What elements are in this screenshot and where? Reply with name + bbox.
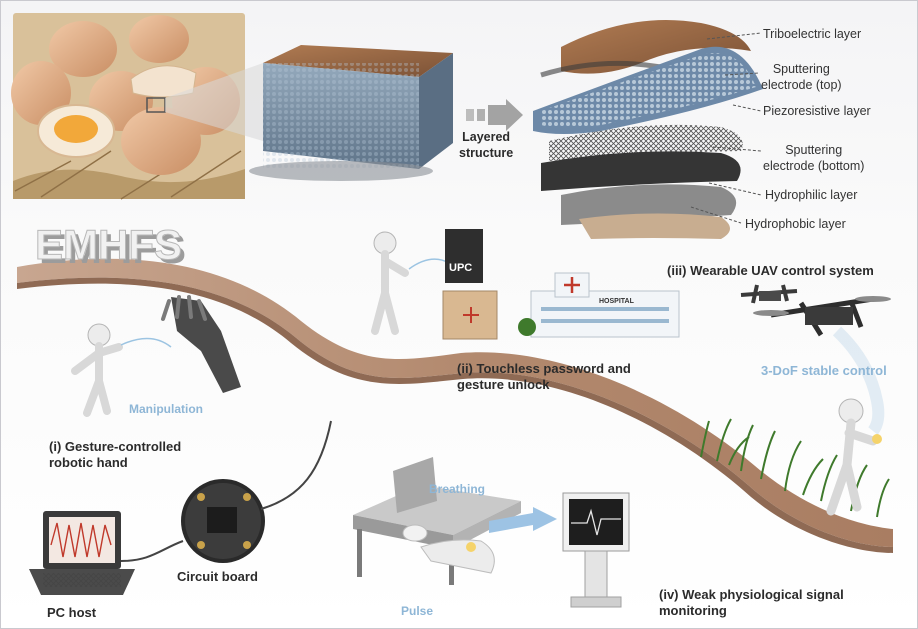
app-touchless-unlock: (ii) Touchless password and gesture unlo… (457, 361, 631, 392)
layer-triboelectric: Triboelectric layer (763, 27, 862, 41)
layer-sputter-bottom: Sputtering electrode (bottom) (763, 143, 865, 173)
drones (740, 284, 891, 337)
label-manipulation: Manipulation (129, 402, 203, 416)
control-swirl (832, 326, 885, 435)
signal-arrow (489, 507, 557, 533)
layer-hydrophilic: Hydrophilic layer (765, 188, 858, 202)
label-circuit-board: Circuit board (177, 569, 258, 584)
layer-hydrophobic: Hydrophobic layer (745, 217, 846, 231)
label-breathing: Breathing (429, 482, 486, 496)
bed (353, 457, 521, 585)
grass (700, 418, 890, 518)
cable-ribbon (260, 420, 332, 510)
layer-sputter-top: Sputtering electrode (top) (761, 62, 842, 92)
monitor (562, 492, 630, 608)
person-unlock-box: UPC (371, 229, 498, 340)
upc-label: UPC (449, 262, 472, 274)
label-pc-host: PC host (47, 605, 97, 620)
layered-structure-label: Layered structure (459, 130, 514, 160)
layer-piezoresistive: Piezoresistive layer (763, 104, 871, 118)
app-uav: (iii) Wearable UAV control system (667, 263, 874, 278)
brand-shadow: EMHFS (39, 225, 186, 272)
leader-lines (690, 32, 762, 224)
hospital-sign: HOSPITAL (599, 298, 635, 305)
pc-host (29, 511, 135, 595)
sponge-cube (249, 45, 453, 181)
circuit-board (181, 479, 265, 563)
label-3dof: 3-DoF stable control (761, 363, 887, 378)
app-physiological: (iv) Weak physiological signal monitorin… (659, 587, 844, 618)
hospital: HOSPITAL (518, 272, 680, 338)
app-robotic-hand: (i) Gesture-controlled robotic hand (49, 439, 182, 470)
zoom-wedge (165, 63, 263, 141)
cable-pc (120, 540, 184, 562)
label-pulse: Pulse (401, 604, 434, 618)
layered-arrow (466, 99, 523, 131)
person-robot-hand (71, 295, 241, 417)
brand-text: EMHFS (35, 221, 182, 268)
emhfs-ribbon (17, 258, 893, 553)
exploded-layers (533, 20, 763, 239)
person-uav (826, 398, 882, 516)
